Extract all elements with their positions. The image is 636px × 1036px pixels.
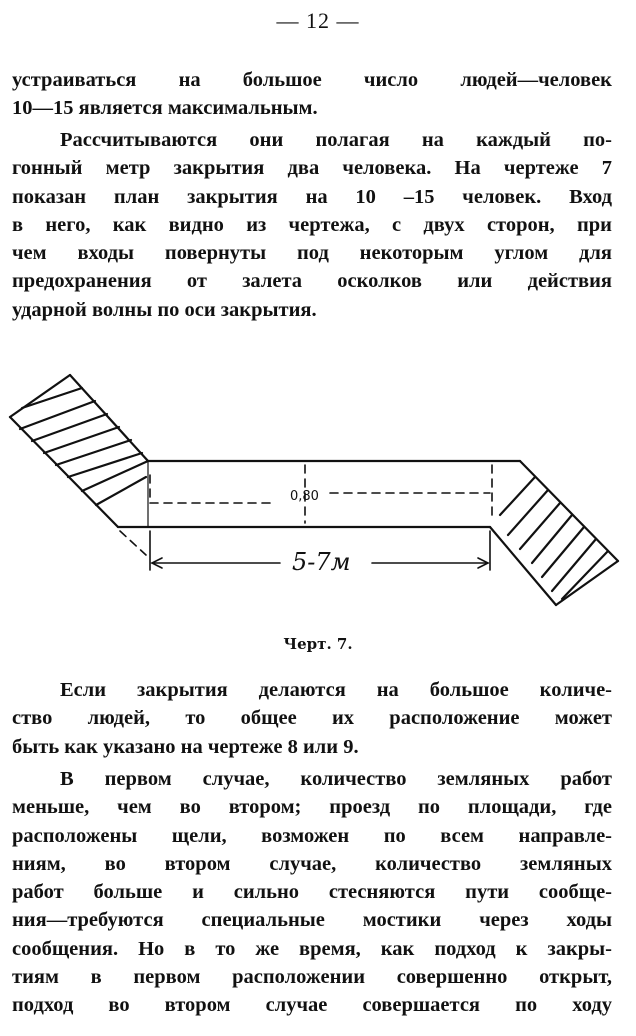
paragraph-2: Рассчитываются они полагая на каждый по-… [12,126,612,324]
page-number: — 12 — [276,8,360,33]
text-line: в него, как видно из чертежа, с двух сто… [12,213,612,236]
text-line: тиям в первом расположении совершенно от… [12,966,612,989]
paragraph-1: устраиваться на большое число людей—чело… [12,66,612,123]
text-line: 10—15 является максимальным. [12,97,318,120]
text-line: подход во втором случае совершается по х… [12,994,612,1017]
length-dimension [149,530,491,571]
text-line: Рассчитываются они полагая на каждый по- [60,129,612,151]
text-line: предохранения от залета осколков или дей… [12,270,612,293]
right-entrance [488,459,620,607]
text-line: работ больше и сильно стесняются пути со… [12,881,612,904]
paragraph-3: Если закрытия делаются на большое количе… [12,676,612,761]
trench-plan-drawing: 0,80 5-7м [8,373,620,607]
text-line: показан план закрытия на 10 –15 человек.… [12,185,612,208]
text-line: гонный метр закрытия два человека. На че… [12,157,612,180]
text-line: меньше, чем во втором; проезд по площади… [12,796,612,819]
text-line: ство людей, то общее их расположение мож… [12,707,612,730]
text-line: ударной волны по оси закрытия. [12,298,317,321]
text-line: В первом случае, количество земляных раб… [60,768,612,790]
width-label: 0,80 [290,489,319,504]
text-line: расположены щели, возможен по всем напра… [12,824,612,847]
text-line: ния—требуются специальные мостики через … [12,909,612,932]
length-label: 5-7м [292,548,351,576]
text-line: Если закрытия делаются на большое количе… [60,679,612,701]
left-entrance [8,373,150,529]
text-line: быть как указано на чертеже 8 или 9. [12,735,359,758]
dashed-centerline [119,464,493,556]
trench-body [116,459,522,529]
text-line: устраиваться на большое число людей—чело… [12,69,612,91]
text-line: чем входы повернуты под некоторым углом … [12,242,612,265]
text-line: сообщения. Но в то же время, как подход … [12,937,612,960]
text-line: ниям, во втором случае, количество земля… [12,852,612,875]
figure-caption: Черт. 7. [283,635,353,653]
paragraph-4: В первом случае, количество земляных раб… [12,765,612,1020]
